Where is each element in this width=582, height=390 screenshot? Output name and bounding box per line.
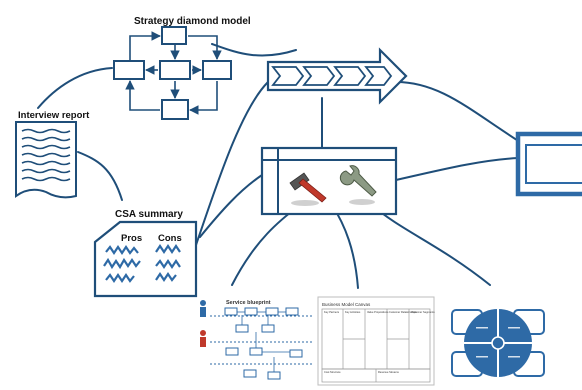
canvas-col-2: Key Activities xyxy=(345,310,361,314)
chevron-3 xyxy=(333,66,367,86)
connector-csa-window xyxy=(199,174,263,238)
notepad-icon: Pros Cons xyxy=(93,220,198,298)
connector-diamond-arrow xyxy=(211,43,297,57)
canvas-title: Business Model Canvas xyxy=(322,302,371,307)
right-window-icon xyxy=(515,131,582,197)
wrench-icon xyxy=(339,165,377,205)
process-actors xyxy=(200,300,206,347)
chevron-2 xyxy=(302,66,336,86)
process-blueprint-thumbnail: Service blueprint xyxy=(200,300,312,380)
connector-report-csa xyxy=(77,151,123,201)
diamond-box-top xyxy=(161,26,187,45)
diamond-box-right xyxy=(202,60,232,80)
diamond-box-bottom xyxy=(161,99,189,120)
pros-label: Pros xyxy=(121,233,142,244)
connector-arrow-right xyxy=(395,81,521,143)
cons-label: Cons xyxy=(158,233,182,244)
cons-scribbles xyxy=(155,244,181,282)
connector-report-diamond xyxy=(37,67,113,109)
connector-window-canvas xyxy=(331,204,359,289)
window-icon xyxy=(260,146,398,216)
connector-window-right xyxy=(395,157,519,181)
connector-csa-arrow xyxy=(195,81,269,246)
connector-window-process xyxy=(231,204,301,286)
diamond-box-left xyxy=(113,60,145,80)
interview-report-label: Interview report xyxy=(18,110,90,121)
process-title: Service blueprint xyxy=(226,300,271,306)
chevron-4 xyxy=(364,66,393,86)
process-arrow-icon xyxy=(266,47,408,105)
canvas-col-4: Customer Relationships xyxy=(389,310,417,314)
canvas-col-1: Key Partners xyxy=(324,310,340,314)
canvas-col-3: Value Propositions xyxy=(367,310,389,314)
diamond-box-center xyxy=(159,60,191,80)
diamond-arrows xyxy=(125,31,222,115)
connector-window-circle xyxy=(371,204,491,286)
hammer-icon xyxy=(289,172,327,206)
circle-diagram-icon xyxy=(451,309,545,377)
csa-summary-label: CSA summary xyxy=(115,209,183,220)
strategy-diamond-model xyxy=(113,26,232,120)
strategy-diamond-label: Strategy diamond model xyxy=(134,16,251,27)
canvas-col-5: Customer Segments xyxy=(411,310,435,314)
canvas-bottom-2: Revenue Streams xyxy=(378,370,399,374)
document-icon xyxy=(15,121,77,199)
pros-scribbles xyxy=(103,245,141,283)
chevron-1 xyxy=(271,66,305,86)
business-model-canvas-thumbnail: Business Model Canvas Key Partners Key A… xyxy=(317,296,435,386)
canvas-bottom-1: Cost Structure xyxy=(324,370,341,374)
